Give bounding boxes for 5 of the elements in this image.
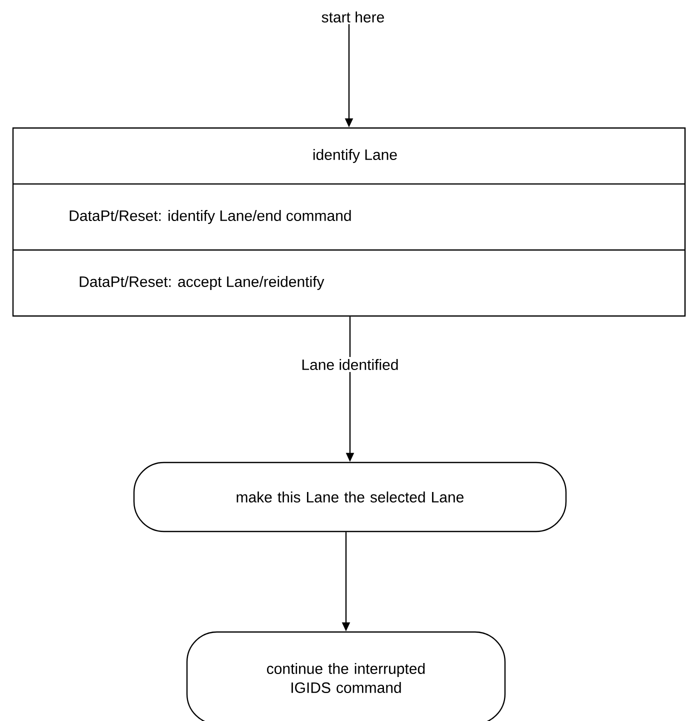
edge-label: Lane identified: [302, 359, 398, 370]
rounded-box: make this Lane the selected Lane: [133, 462, 567, 532]
rounded-box: continue the interrupted IGIDS command: [186, 631, 506, 721]
state-box: identify Lane DataPt/Reset: identify Lane/end command DataPt/Reset: accept Lane/reidentify: [12, 127, 686, 317]
start-label: start here: [322, 12, 384, 22]
